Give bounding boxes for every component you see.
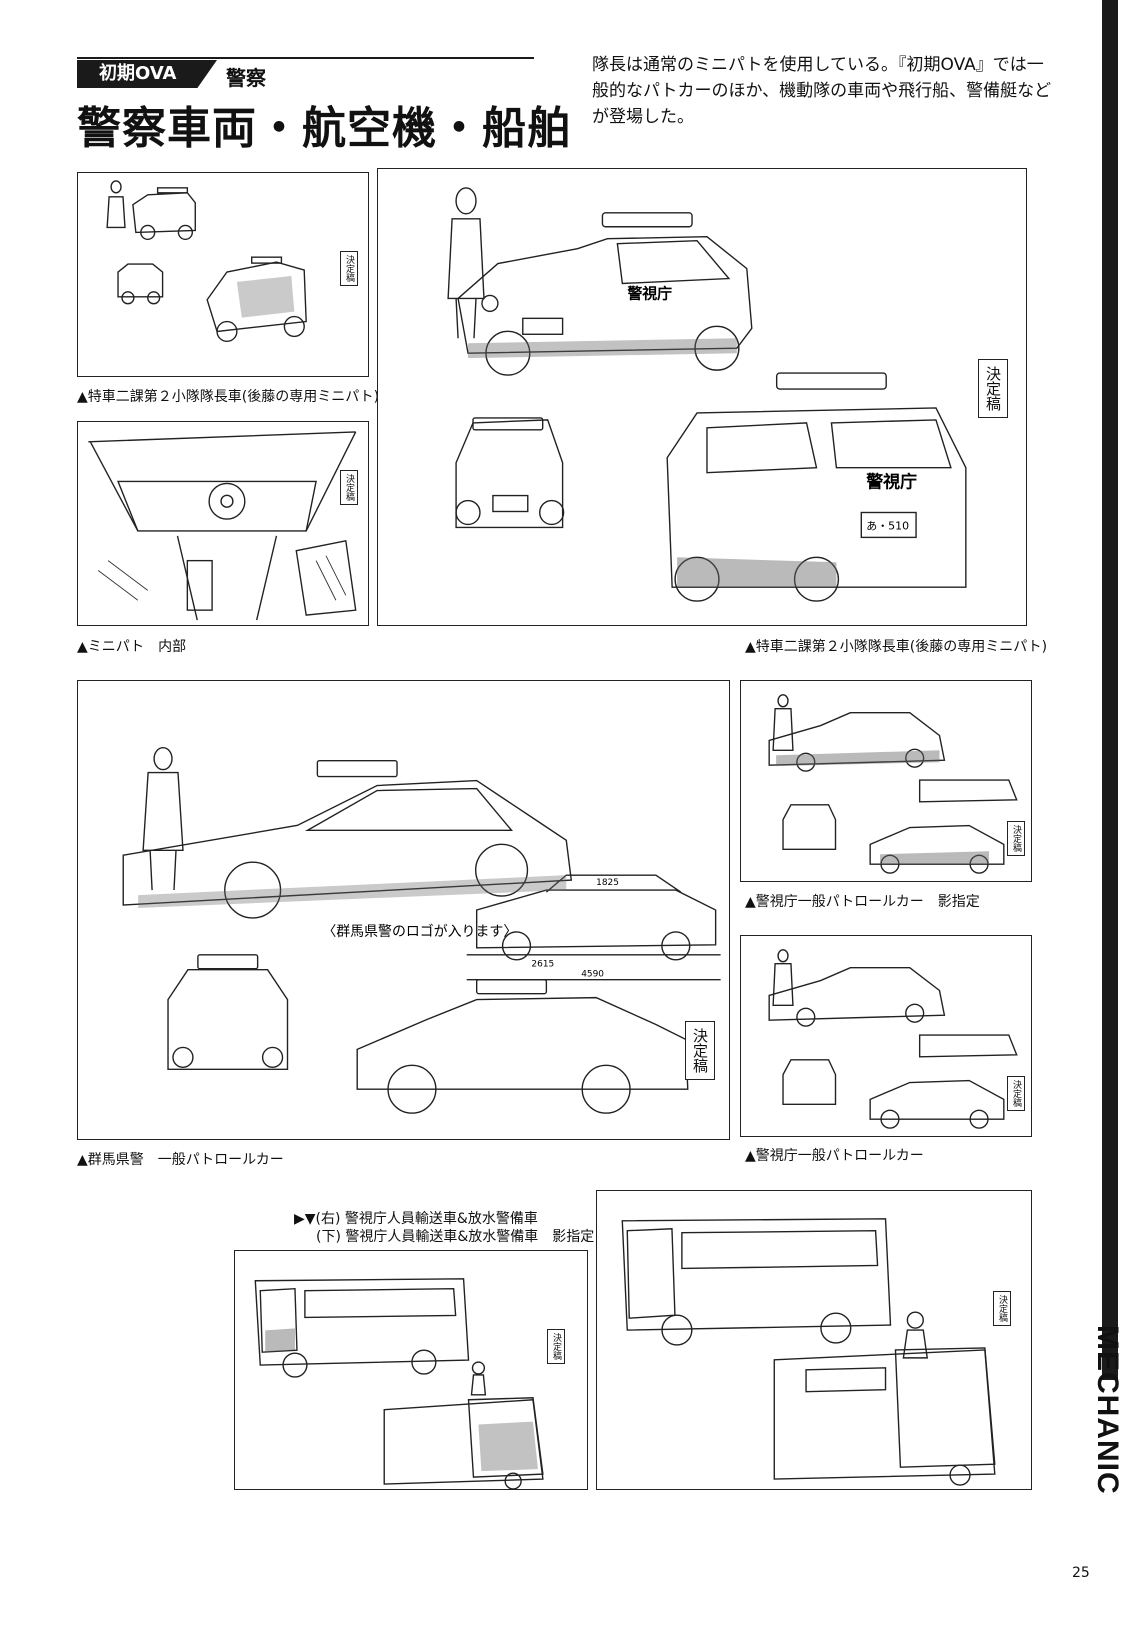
gunma-logo-note: 〈群馬県警のロゴが入ります〉	[322, 923, 517, 940]
stamp-final: 決定稿	[340, 470, 358, 505]
minipato-shadow-sketch	[106, 180, 307, 343]
keishicho-patrol-shadow-sketch	[768, 694, 1018, 874]
section-tag: 初期OVA	[77, 60, 217, 88]
caption-bus-line2: (下) 警視庁人員輸送車&放水警備車 影指定	[316, 1229, 595, 1245]
stamp-final: 決定稿	[685, 1021, 715, 1080]
stamp-final: 決定稿	[1007, 821, 1025, 856]
caption-minipato-interior: ▲ミニパト 内部	[77, 639, 187, 655]
dim-height: 1825	[596, 878, 619, 888]
panel-minipato-main: 警視庁 警視庁 あ・510 決定稿	[377, 168, 1027, 626]
panel-keishicho-patrol: 決定稿	[740, 935, 1032, 1137]
panel-bus-main: 決定稿	[596, 1190, 1032, 1490]
caption-minipato-main: ▲特車二課第２小隊隊長車(後藤の専用ミニパト)	[745, 639, 1048, 655]
caption-bus-line1: ▶▼(右) 警視庁人員輸送車&放水警備車	[294, 1211, 538, 1227]
header-rule	[77, 57, 534, 59]
stamp-final: 決定稿	[340, 251, 358, 286]
bus-main-sketch	[621, 1218, 996, 1486]
page-number: 25	[1072, 1565, 1090, 1581]
stamp-final: 決定稿	[1007, 1076, 1025, 1111]
caption-minipato-shadow: ▲特車二課第２小隊隊長車(後藤の専用ミニパト) 影指定	[77, 389, 436, 405]
door-text-rear: 警視庁	[865, 472, 917, 492]
page-title: 警察車両・航空機・船舶	[77, 103, 572, 154]
dim-wheelbase: 2615	[531, 960, 554, 970]
stamp-final: 決定稿	[978, 359, 1008, 418]
minipato-interior-sketch	[88, 431, 357, 621]
intro-text: 隊長は通常のミニパトを使用している。『初期OVA』では一般的なパトカーのほか、機…	[592, 55, 1052, 127]
panel-keishicho-patrol-shadow: 決定稿	[740, 680, 1032, 882]
category-label: 警察	[226, 66, 266, 90]
caption-keishicho-patrol-shadow: ▲警視庁一般パトロールカー 影指定	[745, 894, 980, 910]
caption-gunma-patrol: ▲群馬県警 一般パトロールカー	[77, 1152, 284, 1168]
dim-length: 4590	[581, 970, 604, 980]
keishicho-patrol-sketch	[768, 949, 1018, 1129]
edge-bar	[1102, 0, 1118, 1380]
panel-gunma-patrol: 〈群馬県警のロゴが入ります〉 1825 4590 2615 決定稿	[77, 680, 730, 1140]
plate-text: あ・510	[866, 519, 909, 532]
caption-keishicho-patrol: ▲警視庁一般パトロールカー	[745, 1148, 924, 1164]
door-text-side: 警視庁	[627, 284, 672, 302]
panel-bus-shadow: 決定稿	[234, 1250, 588, 1490]
panel-minipato-interior: 決定稿	[77, 421, 369, 626]
stamp-final: 決定稿	[547, 1329, 565, 1364]
bus-shadow-sketch	[254, 1278, 544, 1489]
minipato-main-sketch: 警視庁 警視庁 あ・510	[447, 187, 967, 602]
gunma-patrol-sketch: 〈群馬県警のロゴが入ります〉 1825 4590 2615	[122, 747, 721, 1114]
panel-minipato-shadow: 決定稿	[77, 172, 369, 377]
stamp-final: 決定稿	[993, 1291, 1011, 1326]
section-side-label: MECHANIC	[1087, 1325, 1127, 1625]
mechanic-label: MECHANIC	[1091, 1325, 1124, 1495]
